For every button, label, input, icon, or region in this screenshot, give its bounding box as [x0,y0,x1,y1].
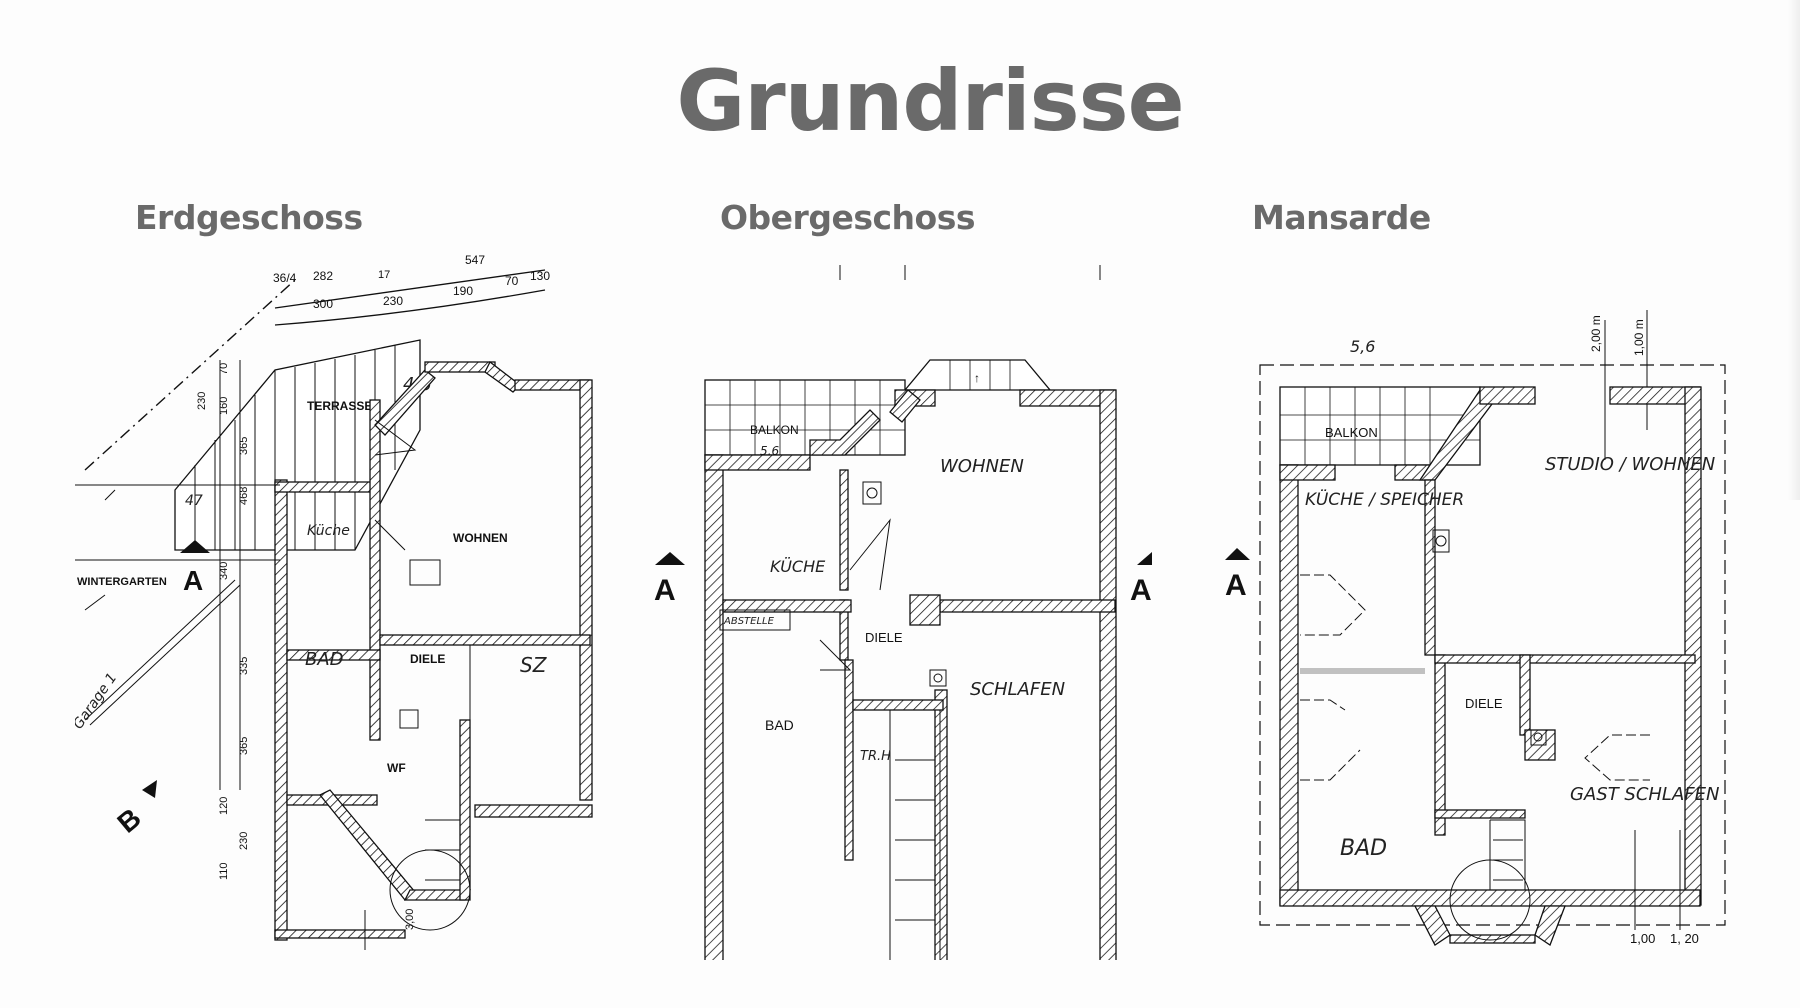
room-label-diele-m: DIELE [1465,696,1503,711]
room-label-bad-m: BAD [1340,836,1387,861]
room-label-balkon-m: BALKON [1325,425,1378,440]
dim-v-468: 468 [238,487,250,505]
section-marker-a-m-arrow [1225,548,1250,560]
dim-282: 282 [313,269,333,283]
room-label-studio-wohnen: STUDIO / WOHNEN [1545,454,1715,475]
dim-v-335: 335 [238,657,250,675]
dim-v-160: 160 [218,397,230,415]
section-marker-a-left-arrow [655,552,685,565]
dim-v-230: 230 [196,392,208,410]
section-marker-a: A [183,565,203,596]
dim-300: 300 [313,297,333,311]
dim-v-340: 340 [218,562,230,580]
stair-up-arrow-icon: ↑ [974,371,980,385]
section-marker-b: B [111,802,146,839]
room-label-kueche-og: KÜCHE [770,557,826,576]
dim-v-365b: 365 [238,737,250,755]
dim-17: 17 [378,269,390,281]
floor-plan-erdgeschoss: 36/4 282 17 547 300 230 190 70 130 TERRA… [75,250,620,950]
room-label-wf: WF [387,761,406,775]
dim-v-365: 365 [238,437,250,455]
dim-190: 190 [453,284,473,298]
floor-heading-mansarde: Mansarde [1252,198,1431,237]
bottom-dim-100: 1,00 [1630,931,1655,946]
mansarde-drawing: 5,6 2,00 m 1,00 m BALKON [1225,310,1726,946]
section-marker-a-left: A [654,574,676,607]
room-label-diele: DIELE [410,652,445,666]
room-label-gast-schlafen: GAST SCHLAFEN [1570,784,1719,805]
floor-plan-mansarde: 5,6 2,00 m 1,00 m BALKON [1225,290,1765,960]
floor-heading-obergeschoss: Obergeschoss [720,198,976,237]
room-label-wohnen: WOHNEN [453,531,508,545]
room-label-treppenhaus: TR.H [860,749,891,764]
obergeschoss-drawing: BALKON 5,6 ↑ [654,265,1152,960]
room-label-terrasse: TERRASSE [307,399,372,413]
room-label-wohnen-og: WOHNEN [940,456,1024,477]
room-label-bad: BAD [305,649,344,670]
section-marker-a-arrow [180,540,210,553]
room-label-kueche: Küche [307,523,350,539]
dim-364: 36/4 [273,271,297,285]
section-marker-b-arrow [142,780,157,798]
dim-v-120: 120 [218,797,230,815]
room-label-garage: Garage 1 [75,670,120,732]
height-line-200: 2,00 m [1589,315,1603,352]
height-line-100: 1,00 m [1632,319,1646,356]
dim-v-230b: 230 [238,832,250,850]
room-label-diele-og: DIELE [865,630,903,645]
dim-230: 230 [383,294,403,308]
room-label-wintergarten: WINTERGARTEN [77,576,167,588]
erdgeschoss-drawing: 36/4 282 17 547 300 230 190 70 130 TERRA… [75,253,593,950]
room-label-bad-og: BAD [765,717,794,733]
room-label-kueche-speicher: KÜCHE / SPEICHER [1305,488,1464,510]
dim-70: 70 [505,274,519,288]
floor-heading-erdgeschoss: Erdgeschoss [135,198,363,237]
dim-v-110: 110 [218,862,230,880]
room-label-abstelle: ABSTELLE [723,616,775,627]
dim-47: 47 [185,493,203,509]
section-marker-a-right-arrow [1137,552,1152,565]
section-marker-a-m: A [1225,569,1247,602]
room-label-balkon: BALKON [750,423,799,437]
dim-v-70: 70 [218,363,230,375]
section-marker-a-right: A [1130,574,1152,607]
page-edge-shadow [1788,0,1800,500]
dim-300m: 3,00 [404,909,416,930]
room-label-sz: SZ [520,653,548,677]
dim-130: 130 [530,269,550,283]
page-title: Grundrisse [676,52,1184,150]
bottom-dim-120: 1, 20 [1670,931,1699,946]
area-note: 5,6 [1350,337,1375,356]
floor-plan-obergeschoss: BALKON 5,6 ↑ [640,260,1180,960]
room-label-schlafen-og: SCHLAFEN [970,679,1065,700]
dim-547: 547 [465,253,485,267]
